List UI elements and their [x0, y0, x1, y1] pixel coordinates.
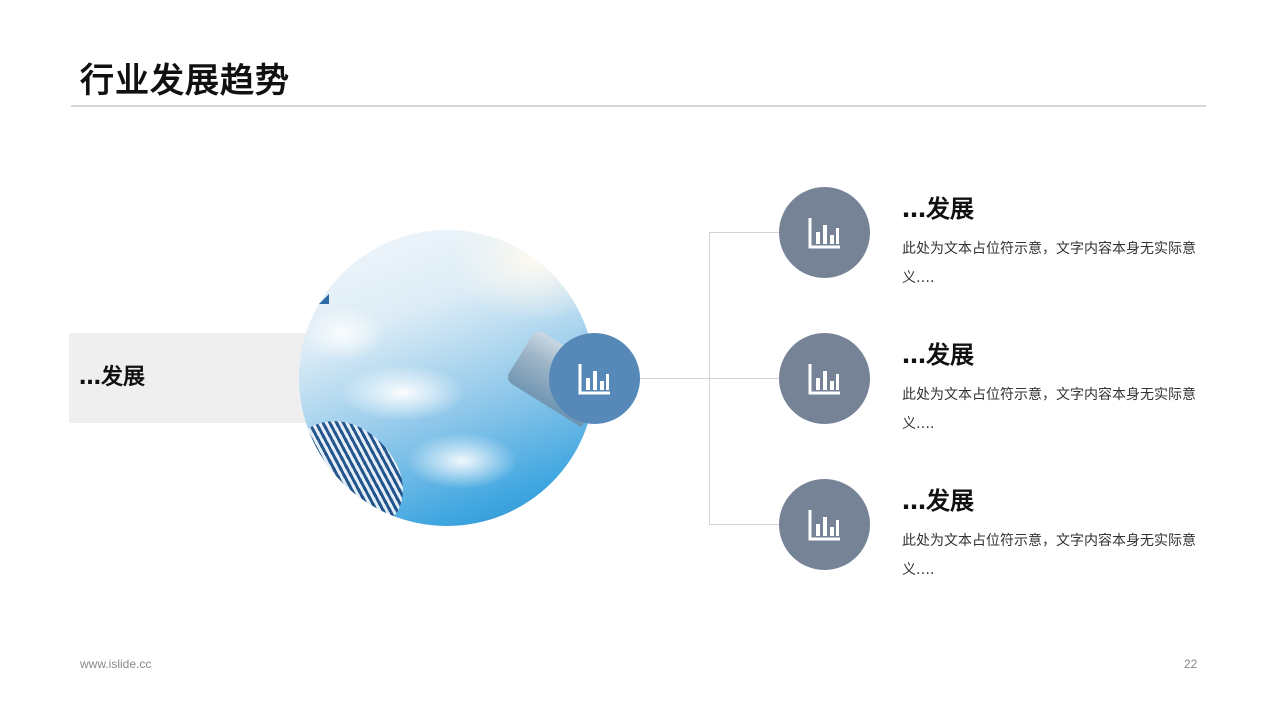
connector-hub-horizontal — [640, 378, 780, 379]
item-1-circle — [779, 187, 870, 278]
item-3-circle — [779, 479, 870, 570]
left-label-box — [69, 333, 319, 423]
bar-chart-icon — [578, 363, 610, 394]
bar-chart-icon — [808, 217, 840, 248]
item-3-title: …发展 — [902, 487, 974, 515]
title-divider — [71, 105, 1206, 107]
connector-top — [709, 232, 780, 233]
bar-chart-icon — [808, 363, 840, 394]
item-1-description: 此处为文本占位符示意，文字内容本身无实际意义…. — [902, 241, 1196, 286]
page-number: 22 — [1184, 657, 1198, 671]
item-2-title: …发展 — [902, 341, 974, 369]
sky-buildings-photo — [299, 230, 595, 526]
building-left-image — [299, 399, 419, 526]
page-title: 行业发展趋势 — [80, 61, 290, 101]
hub-circle — [549, 333, 640, 424]
item-3-description: 此处为文本占位符示意，文字内容本身无实际意义…. — [902, 533, 1196, 578]
item-2-description: 此处为文本占位符示意，文字内容本身无实际意义…. — [902, 387, 1196, 432]
left-label: …发展 — [79, 365, 146, 390]
item-2-circle — [779, 333, 870, 424]
building-tip-image — [319, 294, 329, 304]
connector-vertical — [709, 232, 710, 525]
footer-url: www.islide.cc — [80, 657, 152, 671]
bar-chart-icon — [808, 509, 840, 540]
item-1-title: …发展 — [902, 195, 974, 223]
connector-bottom — [709, 524, 780, 525]
